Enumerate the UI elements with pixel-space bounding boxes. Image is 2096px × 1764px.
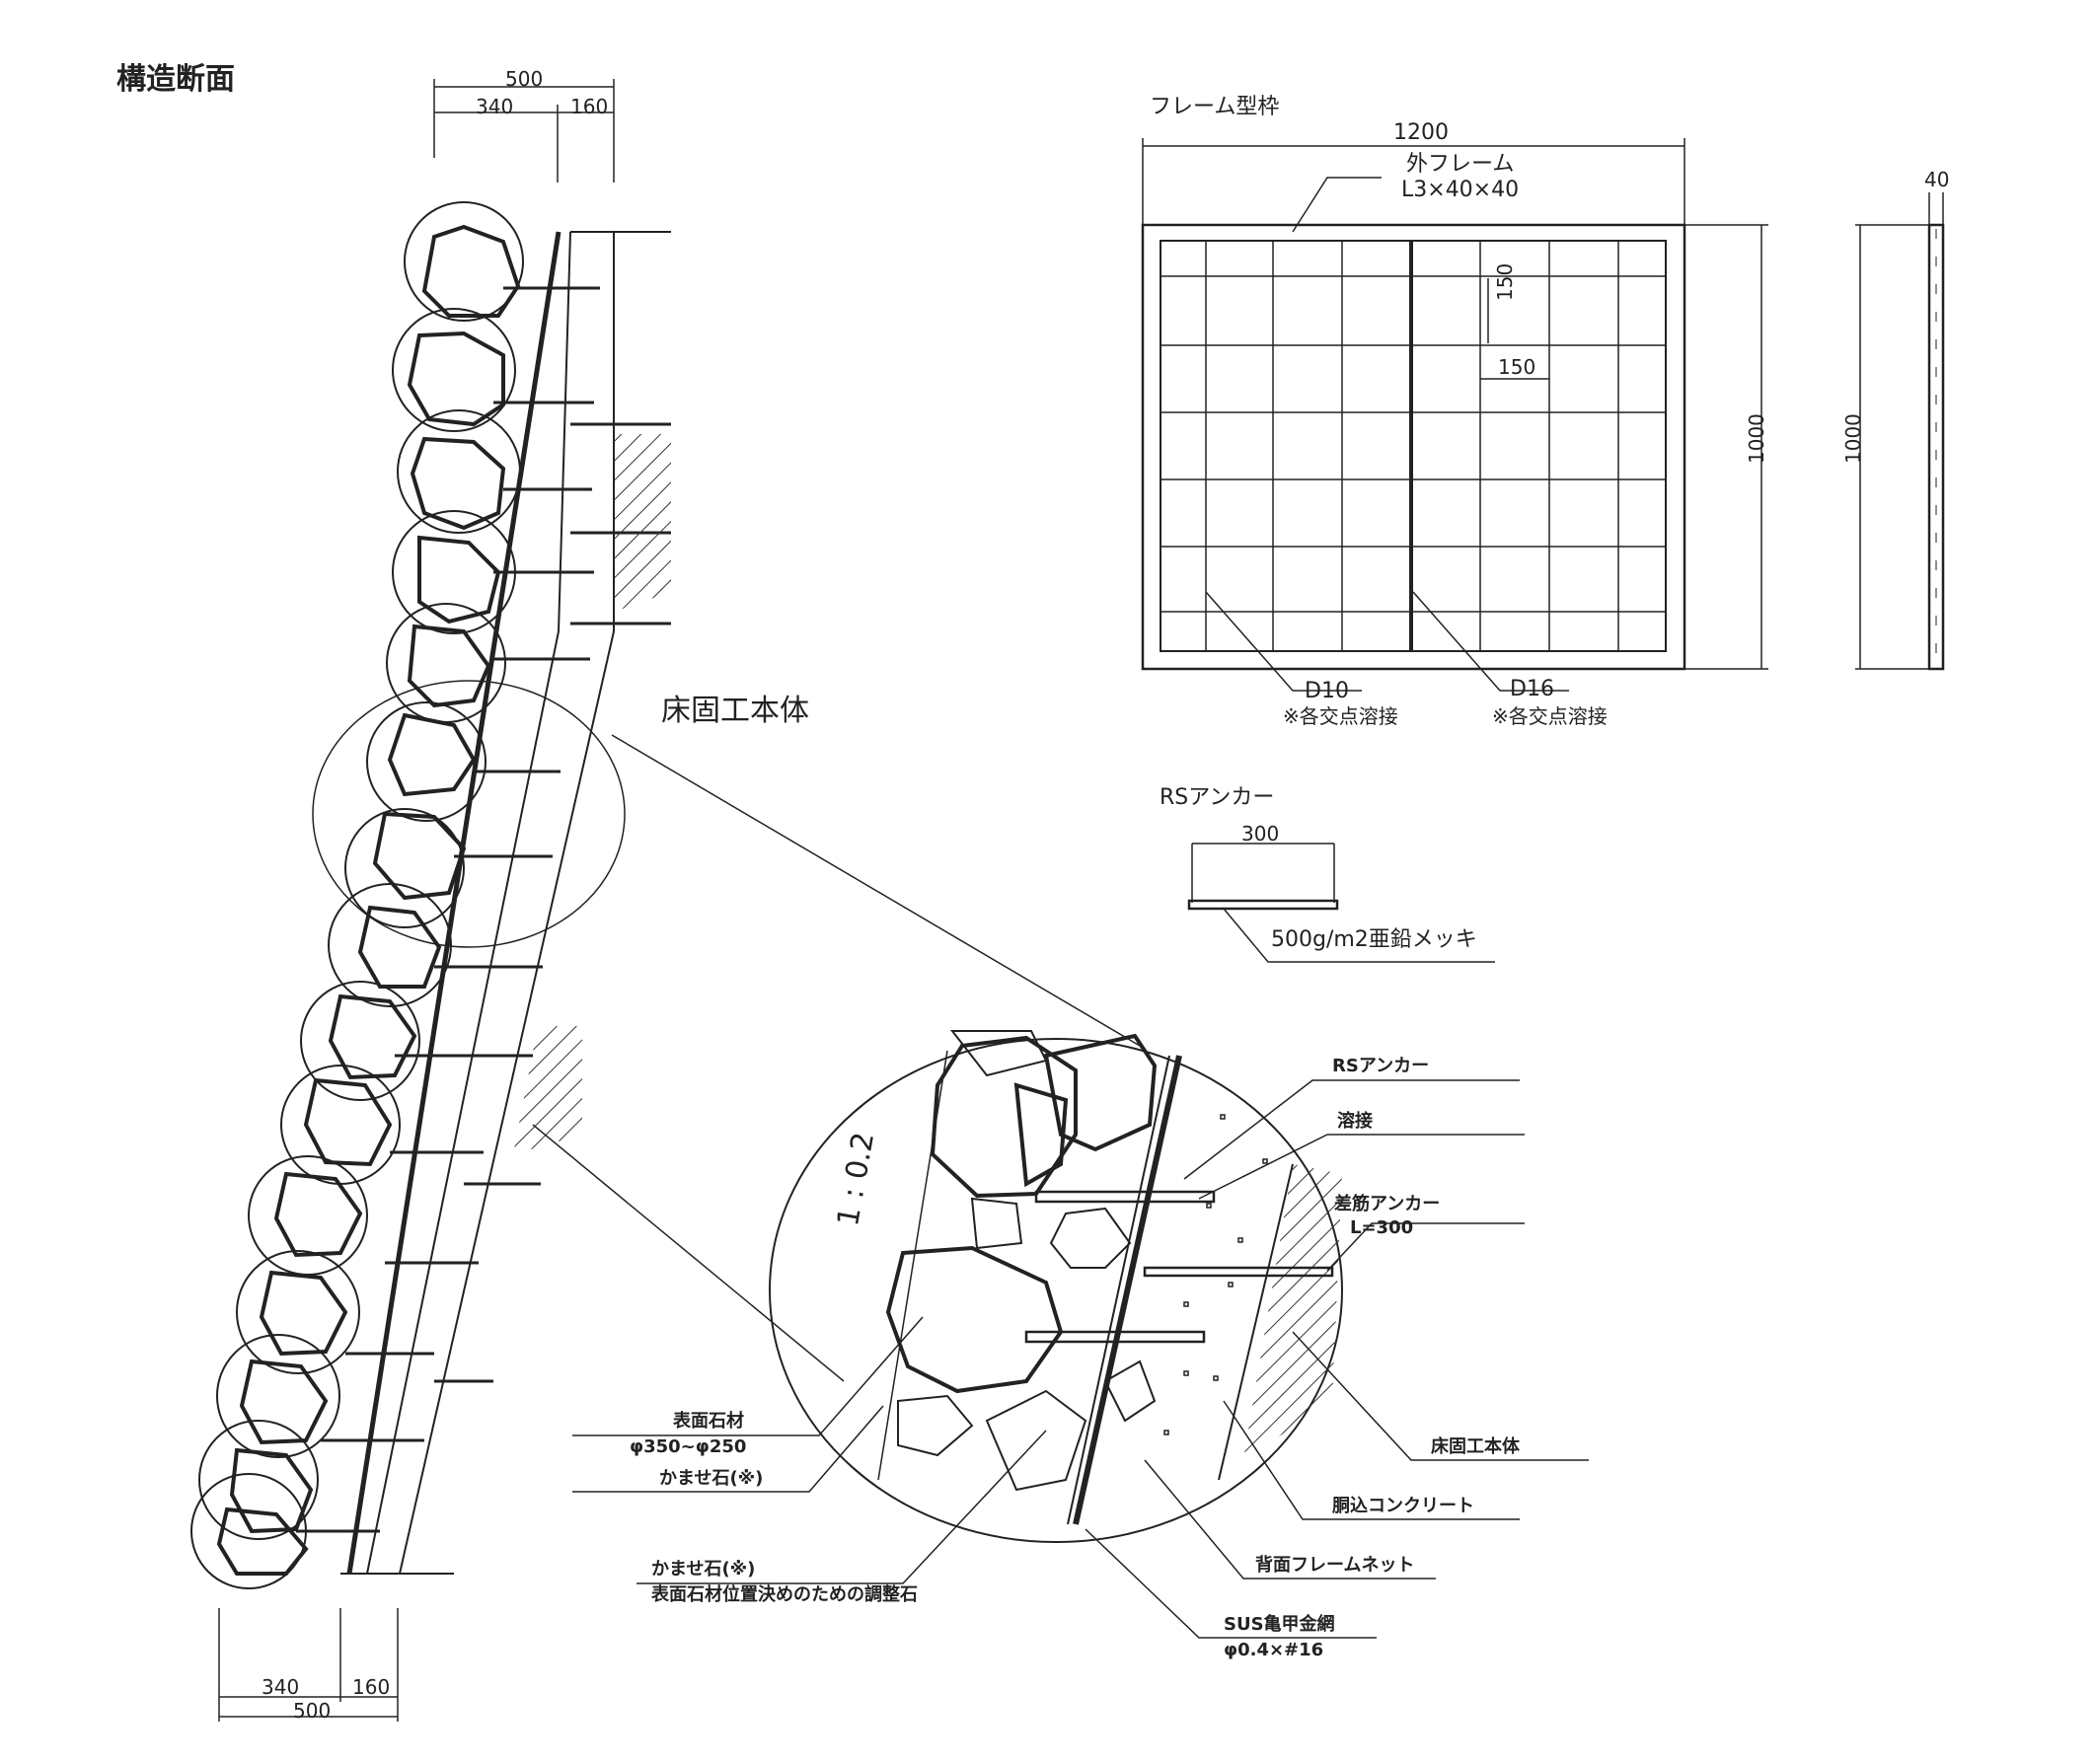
frame-view: [1141, 138, 1945, 692]
detail-callout-circle: [312, 680, 626, 948]
bar-d10-label: D10: [1305, 679, 1349, 703]
detail-label-wedge-stone-2: かませ石(※): [651, 1559, 756, 1580]
bar-d16-label: D16: [1510, 677, 1554, 701]
section-ground-hatch: [513, 434, 671, 1154]
top-dim-right: 160: [570, 95, 609, 118]
anchor-coating: 500g/m2亜鉛メッキ: [1271, 927, 1477, 952]
detail-label-mesh: SUS亀甲金網: [1224, 1614, 1335, 1635]
section-anchors: [296, 286, 671, 1533]
section-view: [190, 79, 1141, 1722]
section-body-label: 床固工本体: [661, 694, 809, 728]
anchor-title: RSアンカー: [1160, 785, 1275, 810]
detail-label-face-stone: 表面石材: [673, 1411, 744, 1432]
outer-frame-spec: L3×40×40: [1401, 178, 1520, 202]
detail-label-wedge-note: 表面石材位置決めのための調整石: [651, 1584, 918, 1605]
frame-thickness-dim: 40: [1924, 168, 1950, 191]
section-title: 構造断面: [116, 62, 235, 97]
top-dim-total: 500: [505, 67, 544, 91]
frame-title: フレーム型枠: [1150, 95, 1280, 119]
detail-view: [572, 1030, 1589, 1639]
detail-label-mesh-spec: φ0.4×#16: [1224, 1640, 1324, 1660]
cell-width-dim: 150: [1498, 355, 1536, 379]
detail-label-wedge-stone: かませ石(※): [659, 1468, 764, 1489]
top-dim-left: 340: [476, 95, 514, 118]
detail-label-weld: 溶接: [1337, 1111, 1373, 1132]
bottom-dim-left: 340: [262, 1675, 300, 1699]
detail-label-fill-concrete: 胴込コンクリート: [1332, 1496, 1474, 1516]
section-stones: [190, 201, 524, 1589]
outer-frame-label: 外フレーム: [1406, 152, 1515, 177]
anchor-length-dim: 300: [1241, 822, 1280, 845]
bar-d16-note: ※各交点溶接: [1492, 704, 1608, 728]
bottom-dim-total: 500: [293, 1699, 332, 1723]
frame-width-dim: 1200: [1393, 120, 1449, 145]
cell-height-dim: 150: [1493, 262, 1517, 301]
bar-d10-note: ※各交点溶接: [1283, 704, 1398, 728]
detail-label-back-frame: 背面フレームネット: [1255, 1555, 1415, 1576]
frame-height-front-dim: 1000: [1745, 413, 1768, 464]
detail-label-rebar-anchor-length: L=300: [1350, 1217, 1414, 1238]
bottom-dimension-lines: [218, 1608, 399, 1722]
top-dimension-lines: [433, 79, 615, 183]
rs-anchor-view: [1187, 843, 1495, 963]
detail-label-body: 床固工本体: [1431, 1436, 1520, 1457]
detail-label-rs-anchor: RSアンカー: [1332, 1056, 1430, 1076]
detail-label-face-stone-size: φ350~φ250: [630, 1436, 747, 1457]
detail-label-rebar-anchor: 差筋アンカー: [1334, 1194, 1441, 1214]
frame-height-side-dim: 1000: [1841, 413, 1865, 464]
sloped-frame: [346, 231, 561, 1575]
bottom-dim-right: 160: [352, 1675, 391, 1699]
section-stone-outlines: [216, 224, 521, 1576]
